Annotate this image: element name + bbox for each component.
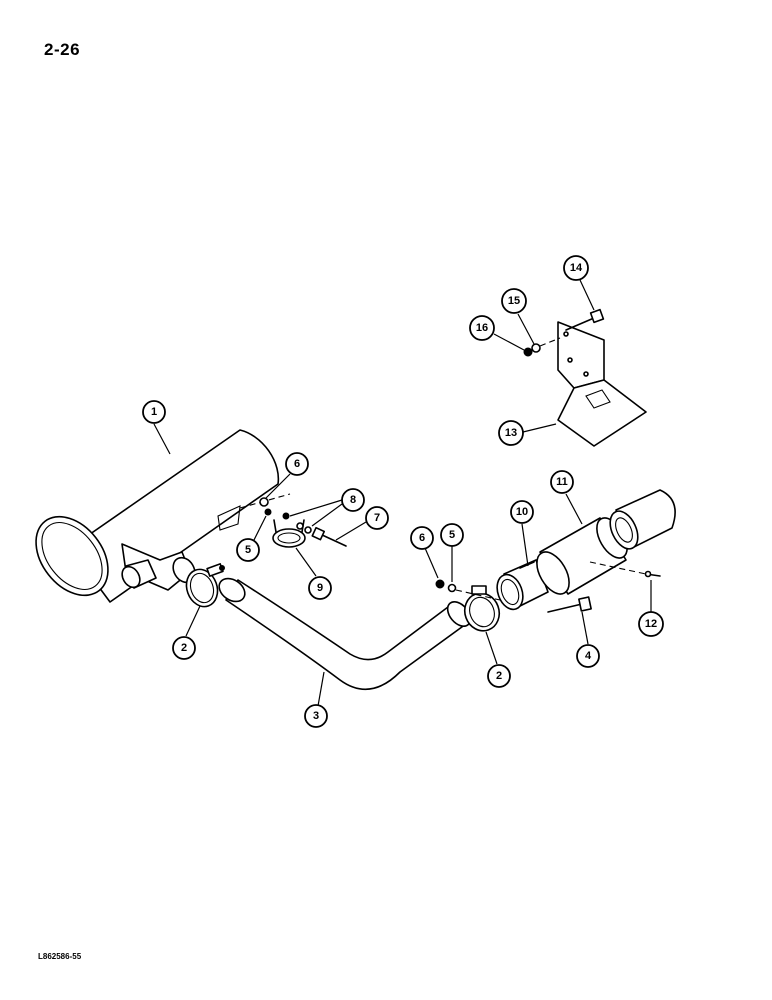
callout-3-label: 3: [313, 710, 319, 722]
callout-4: 4: [576, 644, 600, 668]
callout-13-label: 13: [505, 427, 517, 439]
callout-12-label: 12: [645, 618, 657, 630]
callout-10: 10: [510, 500, 534, 524]
callout-3: 3: [304, 704, 328, 728]
callout-11: 11: [550, 470, 574, 494]
callout-10-label: 10: [516, 506, 528, 518]
bracket-fasteners: [523, 308, 605, 357]
callout-13: 13: [498, 420, 524, 446]
callout-7-label: 7: [374, 512, 380, 524]
callout-5-right-label: 5: [449, 529, 455, 541]
callout-12: 12: [638, 611, 664, 637]
callout-1-label: 1: [151, 406, 157, 418]
callout-7: 7: [365, 506, 389, 530]
adapter-part-10: [496, 559, 549, 611]
callout-11-label: 11: [556, 476, 568, 488]
bolt-part-4: [547, 596, 592, 613]
u-clamp-part-9: [272, 512, 306, 548]
fasteners-right: [435, 579, 501, 601]
callout-6-right: 6: [410, 526, 434, 550]
callout-4-label: 4: [585, 650, 592, 662]
exhaust-outlet-part-11: [536, 489, 676, 595]
clamp-part-2-right: [463, 585, 501, 632]
callout-9: 9: [308, 576, 332, 600]
callout-5-right: 5: [440, 523, 464, 547]
exhaust-pipe-part-3: [218, 577, 472, 691]
callout-6-right-label: 6: [419, 532, 425, 544]
callout-14: 14: [563, 255, 589, 281]
page-number: 2-26: [44, 40, 81, 59]
callout-5-left: 5: [236, 538, 260, 562]
callout-2-right: 2: [487, 664, 511, 688]
fasteners-upper-left: [259, 497, 347, 547]
callout-2-right-label: 2: [496, 670, 502, 682]
callout-6-left-label: 6: [294, 458, 300, 470]
drawing-code: L862586-55: [38, 952, 82, 961]
callout-2-left-label: 2: [181, 642, 187, 654]
callout-5-left-label: 5: [245, 544, 251, 556]
callout-8: 8: [341, 488, 365, 512]
callout-1: 1: [142, 400, 166, 424]
callout-14-label: 14: [570, 262, 583, 274]
clamp-part-2-left: [185, 563, 225, 608]
callout-16: 16: [469, 315, 495, 341]
muffler-part-1: [35, 429, 291, 603]
callout-2-left: 2: [172, 636, 196, 660]
callout-8-label: 8: [350, 494, 356, 506]
callout-15-label: 15: [508, 295, 520, 307]
callout-6-left: 6: [285, 452, 309, 476]
callout-16-label: 16: [476, 322, 488, 334]
callout-9-label: 9: [317, 582, 323, 594]
callout-15: 15: [501, 288, 527, 314]
pin-part-12: [644, 570, 661, 578]
heat-shield-part-13: [557, 321, 647, 447]
